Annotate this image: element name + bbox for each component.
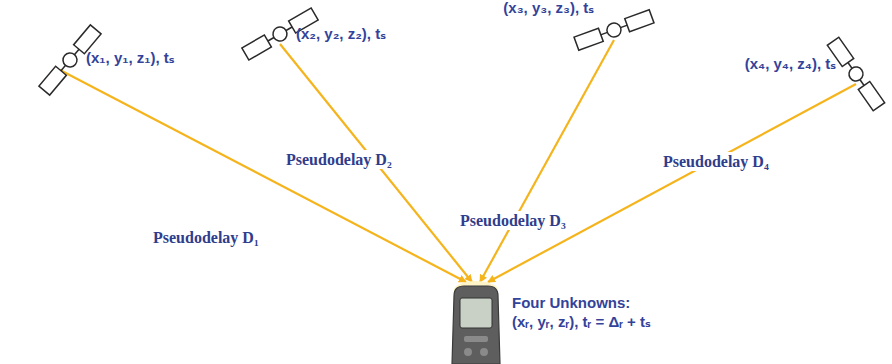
unknowns-heading: Four Unknowns: (512, 294, 630, 312)
pseudodelay-label: Pseudodelay D₃ (457, 211, 569, 230)
receiver-button (464, 348, 472, 356)
coordinate-label: (xᵣ, yᵣ, zᵣ), tᵣ = Δᵣ + tₛ (512, 313, 651, 331)
pseudodelay-label: Pseudodelay D₂ (283, 150, 395, 169)
signal-path (280, 44, 472, 282)
coordinate-label: (x₁, y₁, z₁), tₛ (86, 49, 175, 67)
solar-panel (242, 35, 272, 60)
satellite-body (827, 37, 884, 111)
pseudodelay-label: Pseudodelay D₄ (660, 152, 772, 171)
receiver-button (480, 348, 488, 356)
satellite-node: (x₁, y₁, z₁), tₛ (60, 50, 80, 70)
satellite-node: (x₂, y₂, z₂), tₛ (270, 24, 290, 44)
signal-path (60, 70, 466, 282)
satellite-node: (x₄, y₄, z₄), tₛ (846, 64, 866, 84)
satellite-core (60, 50, 80, 70)
receiver-button (464, 336, 488, 342)
coordinate-label: (x₃, y₃, z₃), tₛ (503, 0, 594, 17)
signal-path (488, 84, 856, 282)
receiver-screen (460, 298, 492, 328)
receiver-icon (446, 282, 506, 364)
satellite-core (605, 21, 623, 39)
signal-path (480, 40, 614, 282)
solar-panel (625, 10, 654, 32)
receiver-node: Four Unknowns:(xᵣ, yᵣ, zᵣ), tᵣ = Δᵣ + tₛ (446, 282, 506, 364)
coordinate-label: (x₂, y₂, z₂), tₛ (296, 25, 386, 43)
satellite-icon (806, 24, 892, 124)
solar-panel (39, 66, 66, 95)
coordinate-label: (x₄, y₄, z₄), tₛ (745, 55, 836, 73)
satellite-core (270, 24, 289, 43)
pseudodelay-label: Pseudodelay D₁ (150, 228, 262, 247)
solar-panel (858, 81, 884, 110)
solar-panel (574, 28, 603, 50)
panel-boom (60, 49, 79, 72)
satellite-core (846, 64, 865, 83)
receiver-case (452, 286, 500, 364)
satellite-node: (x₃, y₃, z₃), tₛ (604, 20, 624, 40)
